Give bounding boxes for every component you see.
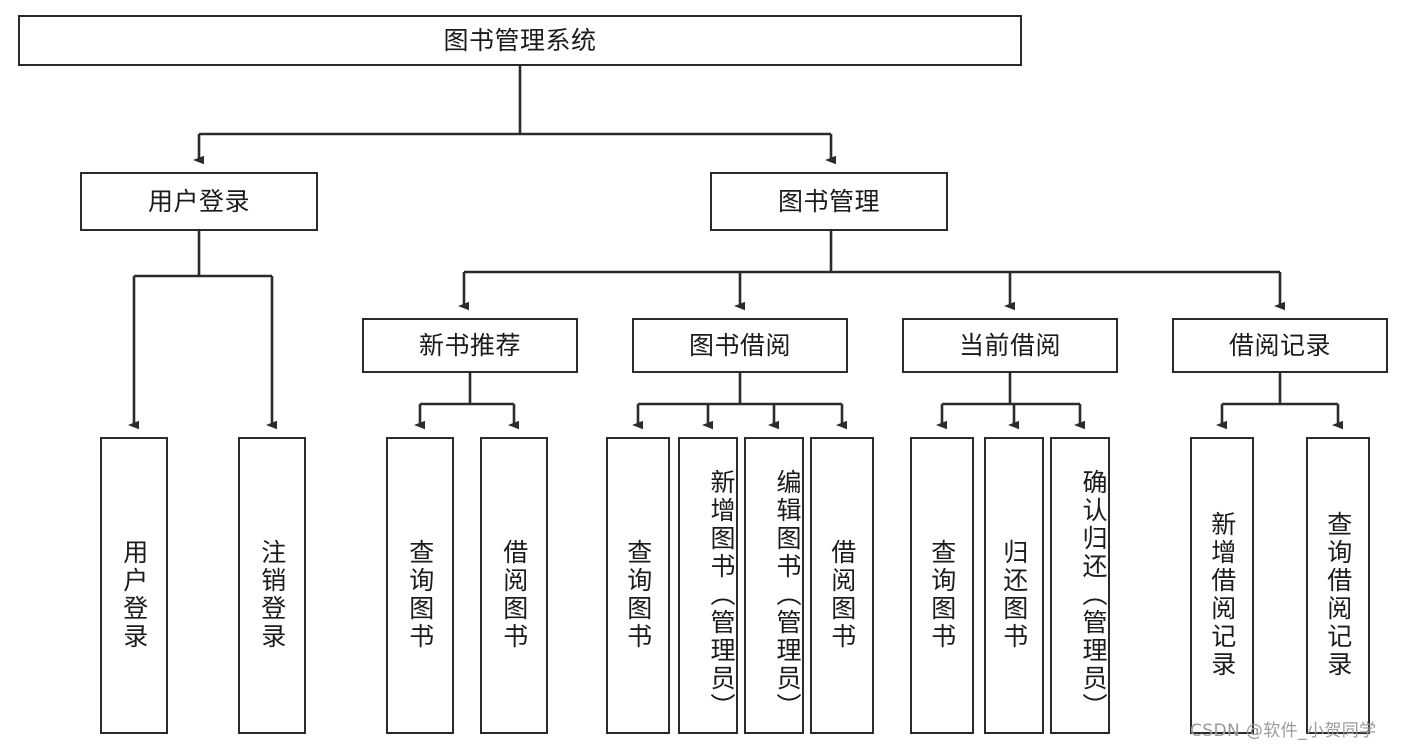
leaf-borrow-book[interactable]: 借阅图书 [810,437,874,734]
leaf-query-book-current-label: 查询图书 [927,538,957,651]
leaf-return-book-label: 归还图书 [999,538,1029,651]
leaf-query-book-current[interactable]: 查询图书 [910,437,974,734]
leaf-confirm-return-admin[interactable]: 确认归还（管理员） [1050,437,1110,734]
leaf-edit-book-admin-label: 编辑图书（管理员） [773,468,802,721]
leaf-query-book-borrow-label: 查询图书 [623,538,653,651]
leaf-add-book-admin-label: 新增图书（管理员） [707,468,736,721]
leaf-borrow-book-recommend-label: 借阅图书 [499,538,529,651]
node-borrow-record-label: 借阅记录 [1228,330,1331,360]
leaf-query-book-recommend-label: 查询图书 [405,538,435,651]
node-root-label: 图书管理系统 [443,25,597,55]
leaf-user-login-label: 用户登录 [119,538,149,651]
node-user-login-label: 用户登录 [147,186,250,216]
node-root[interactable]: 图书管理系统 [18,15,1022,66]
leaf-return-book[interactable]: 归还图书 [984,437,1044,734]
leaf-query-book-recommend[interactable]: 查询图书 [386,437,454,734]
node-book-borrow[interactable]: 图书借阅 [632,318,848,373]
leaf-confirm-return-admin-label: 确认归还（管理员） [1079,468,1108,721]
node-book-management-label: 图书管理 [777,186,880,216]
node-user-login[interactable]: 用户登录 [80,172,318,231]
leaf-edit-book-admin[interactable]: 编辑图书（管理员） [744,437,804,734]
leaf-logout-label: 注销登录 [257,538,287,651]
node-book-borrow-label: 图书借阅 [688,330,791,360]
node-book-management[interactable]: 图书管理 [710,172,948,231]
leaf-add-book-admin[interactable]: 新增图书（管理员） [678,437,738,734]
leaf-query-book-borrow[interactable]: 查询图书 [606,437,670,734]
csdn-watermark: CSDN @软件_小贺同学 [1190,721,1377,741]
node-current-borrow-label: 当前借阅 [958,330,1061,360]
leaf-add-borrow-record[interactable]: 新增借阅记录 [1190,437,1254,734]
node-new-book-recommend-label: 新书推荐 [418,330,521,360]
leaf-add-borrow-record-label: 新增借阅记录 [1207,510,1237,679]
leaf-user-login[interactable]: 用户登录 [100,437,168,734]
node-current-borrow[interactable]: 当前借阅 [902,318,1118,373]
node-new-book-recommend[interactable]: 新书推荐 [362,318,578,373]
leaf-query-borrow-record-label: 查询借阅记录 [1323,510,1353,679]
leaf-borrow-book-label: 借阅图书 [827,538,857,651]
leaf-logout[interactable]: 注销登录 [238,437,306,734]
node-borrow-record[interactable]: 借阅记录 [1172,318,1388,373]
leaf-borrow-book-recommend[interactable]: 借阅图书 [480,437,548,734]
leaf-query-borrow-record[interactable]: 查询借阅记录 [1306,437,1370,734]
